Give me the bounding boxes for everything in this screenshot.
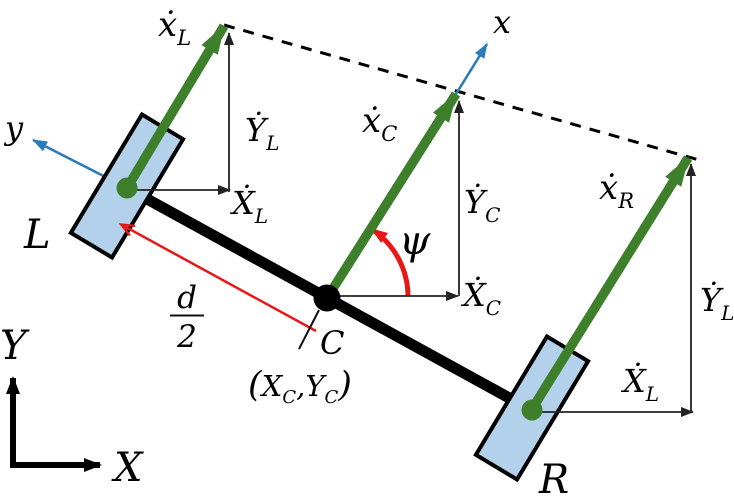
right-wheel-hub-dot bbox=[521, 399, 543, 421]
label-half-track-denominator: 2 bbox=[176, 319, 197, 355]
label-Ydot-L-left: ẎL bbox=[245, 111, 279, 155]
right-wheel-velocity-arrow bbox=[527, 155, 693, 412]
label-global-Y: Y bbox=[0, 323, 30, 369]
label-xdot-C: ẋC bbox=[362, 101, 397, 146]
center-velocity-arrow bbox=[322, 91, 461, 301]
label-Xdot-L-left: ẊL bbox=[229, 184, 268, 228]
label-wheel-left: L bbox=[23, 212, 51, 258]
label-wheel-right: R bbox=[538, 457, 569, 498]
label-half-track-numerator: d bbox=[177, 280, 197, 316]
label-xdot-R: ẋR bbox=[599, 168, 634, 213]
center-point-dot bbox=[313, 284, 341, 312]
left-wheel-hub-dot bbox=[116, 177, 138, 199]
left-wheel-velocity-arrow bbox=[122, 23, 229, 191]
label-body-y-axis: y bbox=[3, 109, 24, 147]
velocity-tips-dashed-line bbox=[223, 23, 700, 162]
heading-angle-arc bbox=[370, 227, 411, 297]
label-global-X: X bbox=[111, 445, 144, 491]
body-x-axis-arrow bbox=[454, 43, 489, 95]
label-xdot-L: ẋL bbox=[158, 5, 191, 50]
label-center-coordinates: (XC,YC) bbox=[248, 365, 352, 408]
center-label-leader-line bbox=[298, 309, 320, 350]
label-Ydot-C: ẎC bbox=[464, 183, 500, 227]
label-center-point: C bbox=[320, 324, 344, 362]
label-Ydot-L-right: ẎL bbox=[700, 281, 734, 325]
half-track-arrow bbox=[118, 223, 317, 333]
label-Xdot-L-right: ẊL bbox=[620, 362, 659, 406]
label-heading-angle-psi: ψ bbox=[399, 218, 431, 264]
label-body-x-axis: x bbox=[493, 3, 511, 41]
label-Xdot-C: ẊC bbox=[460, 276, 501, 320]
